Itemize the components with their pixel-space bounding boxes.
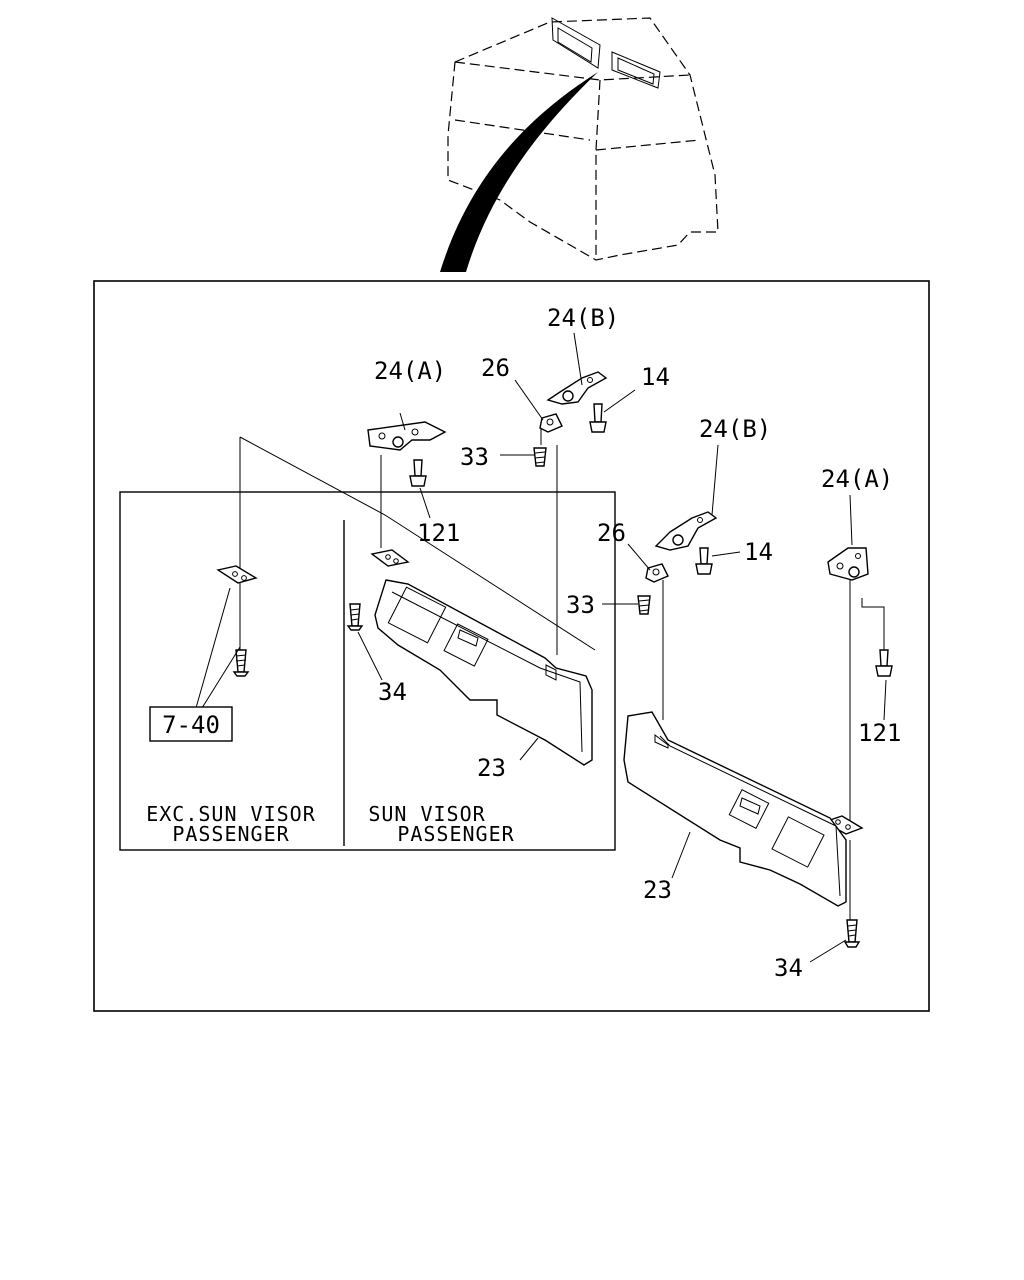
callout-23-right: 23 [643,876,672,904]
section-right-line2: PASSENGER [397,822,514,846]
screw-34-right [843,919,861,948]
bracket-24b-left [546,371,608,405]
bolt-14-right [695,547,713,575]
callout-121-left: 121 [417,519,460,547]
screw-exc [232,649,250,677]
section-left-line1: EXC.SUN VISOR [146,802,316,826]
callout-34-right: 34 [774,954,803,982]
callout-26-right: 26 [597,519,626,547]
callout-23-left: 23 [477,754,506,782]
screw-33-left [533,447,547,467]
callout-24b-top: 24(B) [547,304,619,332]
screw-33-right [637,595,651,615]
screw-34-left [346,603,364,631]
plate-bracket-exc [216,565,258,584]
callout-26-left: 26 [481,354,510,382]
callout-14-left: 14 [641,363,670,391]
callout-121-right: 121 [858,719,901,747]
bracket-24b-right [654,511,718,551]
bracket-24a-right [827,547,869,581]
callout-33-left: 33 [460,443,489,471]
section-right-line1: SUN VISOR [368,802,485,826]
callout-14-right: 14 [744,538,773,566]
variant-frame [119,491,616,851]
callout-34-left: 34 [378,678,407,706]
section-left-line2: PASSENGER [172,822,289,846]
callout-24a-left: 24(A) [374,357,446,385]
sun-visor-right [623,711,847,907]
clip-26-left [539,413,563,433]
ref-leader [195,587,241,709]
sun-visor-left [374,579,593,766]
callout-24a-right: 24(A) [821,465,893,493]
reference-label: 7-40 [162,711,220,739]
bolt-14-left [589,403,607,433]
pointer-swoosh [440,72,598,272]
bolt-121-left [409,459,427,487]
bracket-24a-left [367,421,447,451]
clip-26-right [645,563,669,583]
bolt-121-right [875,649,893,677]
main-frame [93,280,930,1012]
leader-lines [357,332,887,963]
guide-lines [239,425,885,920]
callout-24b-right: 24(B) [699,415,771,443]
callout-33-right: 33 [566,591,595,619]
cab-overview [447,17,719,261]
reference-box [149,706,233,742]
plate-bracket-left [370,549,410,567]
